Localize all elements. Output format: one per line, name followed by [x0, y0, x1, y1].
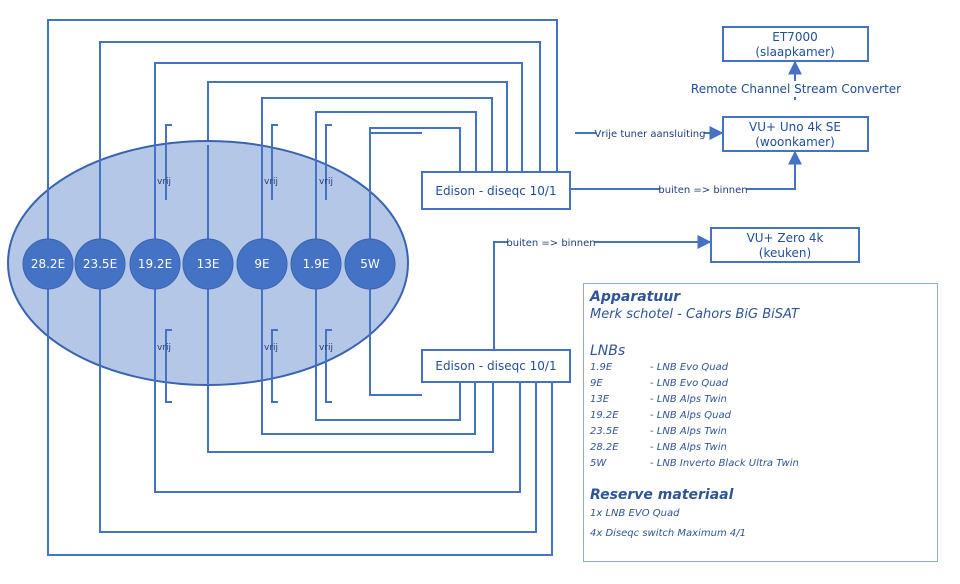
vrij-brackets	[165, 124, 332, 403]
equipment-panel: Apparatuur Merk schotel - Cahors BiG BiS…	[583, 283, 938, 562]
receiver-vu-zero: VU+ Zero 4k (keuken)	[710, 227, 860, 263]
reserve-title: Reserve materiaal	[590, 487, 734, 503]
lnb-title: LNBs	[590, 343, 626, 359]
satellite-label: 1.9E	[303, 257, 330, 271]
vrij-label: vrij	[264, 343, 278, 353]
buiten-binnen-label: buiten => binnen	[506, 238, 595, 249]
receiver-name: VU+ Zero 4k	[747, 231, 824, 245]
equipment-title: Apparatuur	[590, 289, 681, 305]
receiver-name: VU+ Uno 4k SE	[749, 120, 841, 134]
reserve-item: 1x LNB EVO Quad	[590, 508, 680, 519]
satellite-label: 13E	[197, 257, 220, 271]
switch-top-label: Edison - diseqc 10/1	[435, 184, 556, 198]
remote-converter-label: Remote Channel Stream Converter	[691, 82, 901, 96]
satellite-23-5e: 23.5E	[74, 238, 126, 290]
switch-bottom: Edison - diseqc 10/1	[421, 349, 571, 383]
satellite-circles: 28.2E 23.5E 19.2E 13E 9E 1.9E 5W	[22, 238, 396, 290]
receiver-name: ET7000	[772, 30, 817, 44]
receiver-room: (slaapkamer)	[755, 45, 834, 59]
lnb-row: 19.2E- LNB Alps Quad	[590, 410, 731, 421]
satellite-label: 28.2E	[31, 257, 65, 271]
vrij-label: vrij	[157, 177, 171, 187]
receiver-room: (woonkamer)	[755, 135, 835, 149]
satellite-5w: 5W	[344, 238, 396, 290]
lnb-row: 13E- LNB Alps Twin	[590, 394, 727, 405]
vrij-label: vrij	[264, 177, 278, 187]
lnb-row: 1.9E- LNB Evo Quad	[590, 362, 729, 373]
satellite-label: 19.2E	[138, 257, 172, 271]
lnb-row: 28.2E- LNB Alps Twin	[590, 442, 727, 453]
satellite-28-2e: 28.2E	[22, 238, 74, 290]
lnb-row: 5W- LNB Inverto Black Ultra Twin	[590, 458, 799, 469]
satellite-1-9e: 1.9E	[290, 238, 342, 290]
vrije-tuner-label: Vrije tuner aansluiting	[595, 129, 706, 140]
vrij-label: vrij	[157, 343, 171, 353]
receiver-vu-uno: VU+ Uno 4k SE (woonkamer)	[722, 116, 869, 152]
receiver-et7000: ET7000 (slaapkamer)	[722, 26, 869, 62]
satellite-13e: 13E	[182, 238, 234, 290]
reserve-item: 4x Diseqc switch Maximum 4/1	[590, 528, 746, 539]
satellite-label: 9E	[254, 257, 269, 271]
buiten-binnen-label: buiten => binnen	[658, 185, 747, 196]
satellite-19-2e: 19.2E	[129, 238, 181, 290]
vrij-label: vrij	[319, 343, 333, 353]
satellite-9e: 9E	[236, 238, 288, 290]
lnb-row: 9E- LNB Evo Quad	[590, 378, 729, 389]
satellite-label: 23.5E	[83, 257, 117, 271]
switch-bottom-label: Edison - diseqc 10/1	[435, 359, 556, 373]
vrij-labels: vrij vrij vrij vrij vrij vrij	[157, 177, 333, 353]
vrij-label: vrij	[319, 177, 333, 187]
lnb-row: 23.5E- LNB Alps Twin	[590, 426, 727, 437]
lnb-list: 1.9E- LNB Evo Quad 9E- LNB Evo Quad 13E-…	[590, 360, 931, 472]
switch-top: Edison - diseqc 10/1	[421, 171, 571, 210]
satellite-label: 5W	[360, 257, 380, 271]
receiver-room: (keuken)	[759, 246, 811, 260]
dish-brand: Merk schotel - Cahors BiG BiSAT	[590, 307, 799, 322]
